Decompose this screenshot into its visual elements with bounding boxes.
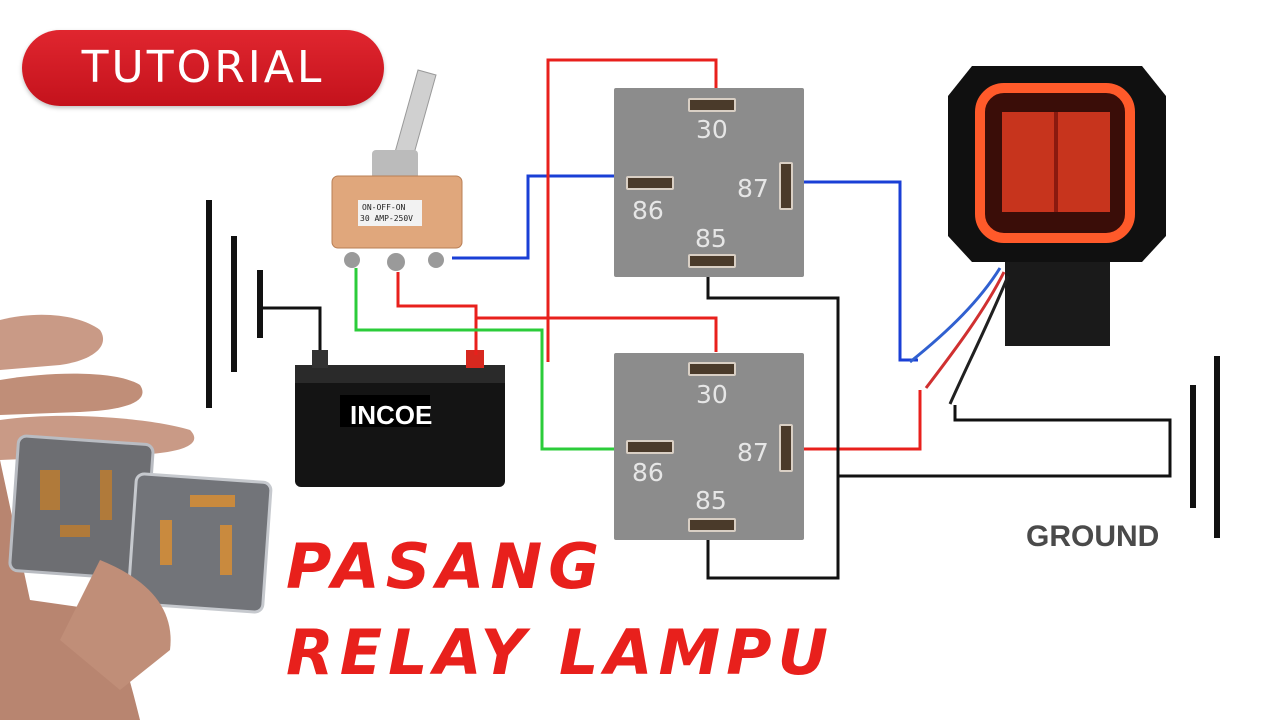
tutorial-badge: TUTORIAL: [22, 30, 384, 106]
relay-bottom-pin-87: [779, 424, 793, 472]
ground-label: GROUND: [1026, 520, 1160, 553]
wire-red-lamp: [796, 390, 922, 451]
wire-black-ground: [838, 405, 1172, 478]
relay-bottom-pin-86: [626, 440, 674, 454]
ground-symbol: [1190, 356, 1220, 538]
hand-holding-relay: [0, 314, 273, 720]
relay-bottom-pin-30: [688, 362, 736, 376]
relay-top-pin-30: [688, 98, 736, 112]
switch-label-rating: 30 AMP-250V: [360, 214, 413, 223]
car-battery: [295, 350, 505, 487]
relay-top-label-87: 87: [737, 174, 769, 203]
relay-bottom-label-87: 87: [737, 438, 769, 467]
work-lamp: [909, 66, 1166, 405]
relay-top-label-30: 30: [696, 115, 728, 144]
wire-blue-switch: [452, 174, 628, 260]
wire-red-top: [546, 58, 718, 362]
wire-green: [354, 268, 628, 451]
relay-bottom-label-86: 86: [632, 458, 664, 487]
relay-bottom-pin-85: [688, 518, 736, 532]
relay-bottom-label-85: 85: [695, 486, 727, 515]
toggle-switch: [331, 69, 463, 271]
relay-top-label-85: 85: [695, 224, 727, 253]
wire-red-battery: [396, 272, 478, 355]
switch-label-mode: ON-OFF-ON: [362, 203, 406, 212]
battery-brand: INCOE: [350, 400, 433, 430]
relay-top-pin-86: [626, 176, 674, 190]
title-line-2: RELAY LAMPU: [286, 616, 834, 689]
relay-bottom-label-30: 30: [696, 380, 728, 409]
wire-black-85-top: [706, 268, 840, 580]
title-line-1: PASANG: [286, 530, 606, 603]
tutorial-badge-text: TUTORIAL: [81, 42, 325, 93]
wire-blue-lamp: [796, 180, 918, 362]
relay-top-pin-87: [779, 162, 793, 210]
battery-symbol: [206, 200, 263, 408]
relay-top-pin-85: [688, 254, 736, 268]
relay-top-label-86: 86: [632, 196, 664, 225]
